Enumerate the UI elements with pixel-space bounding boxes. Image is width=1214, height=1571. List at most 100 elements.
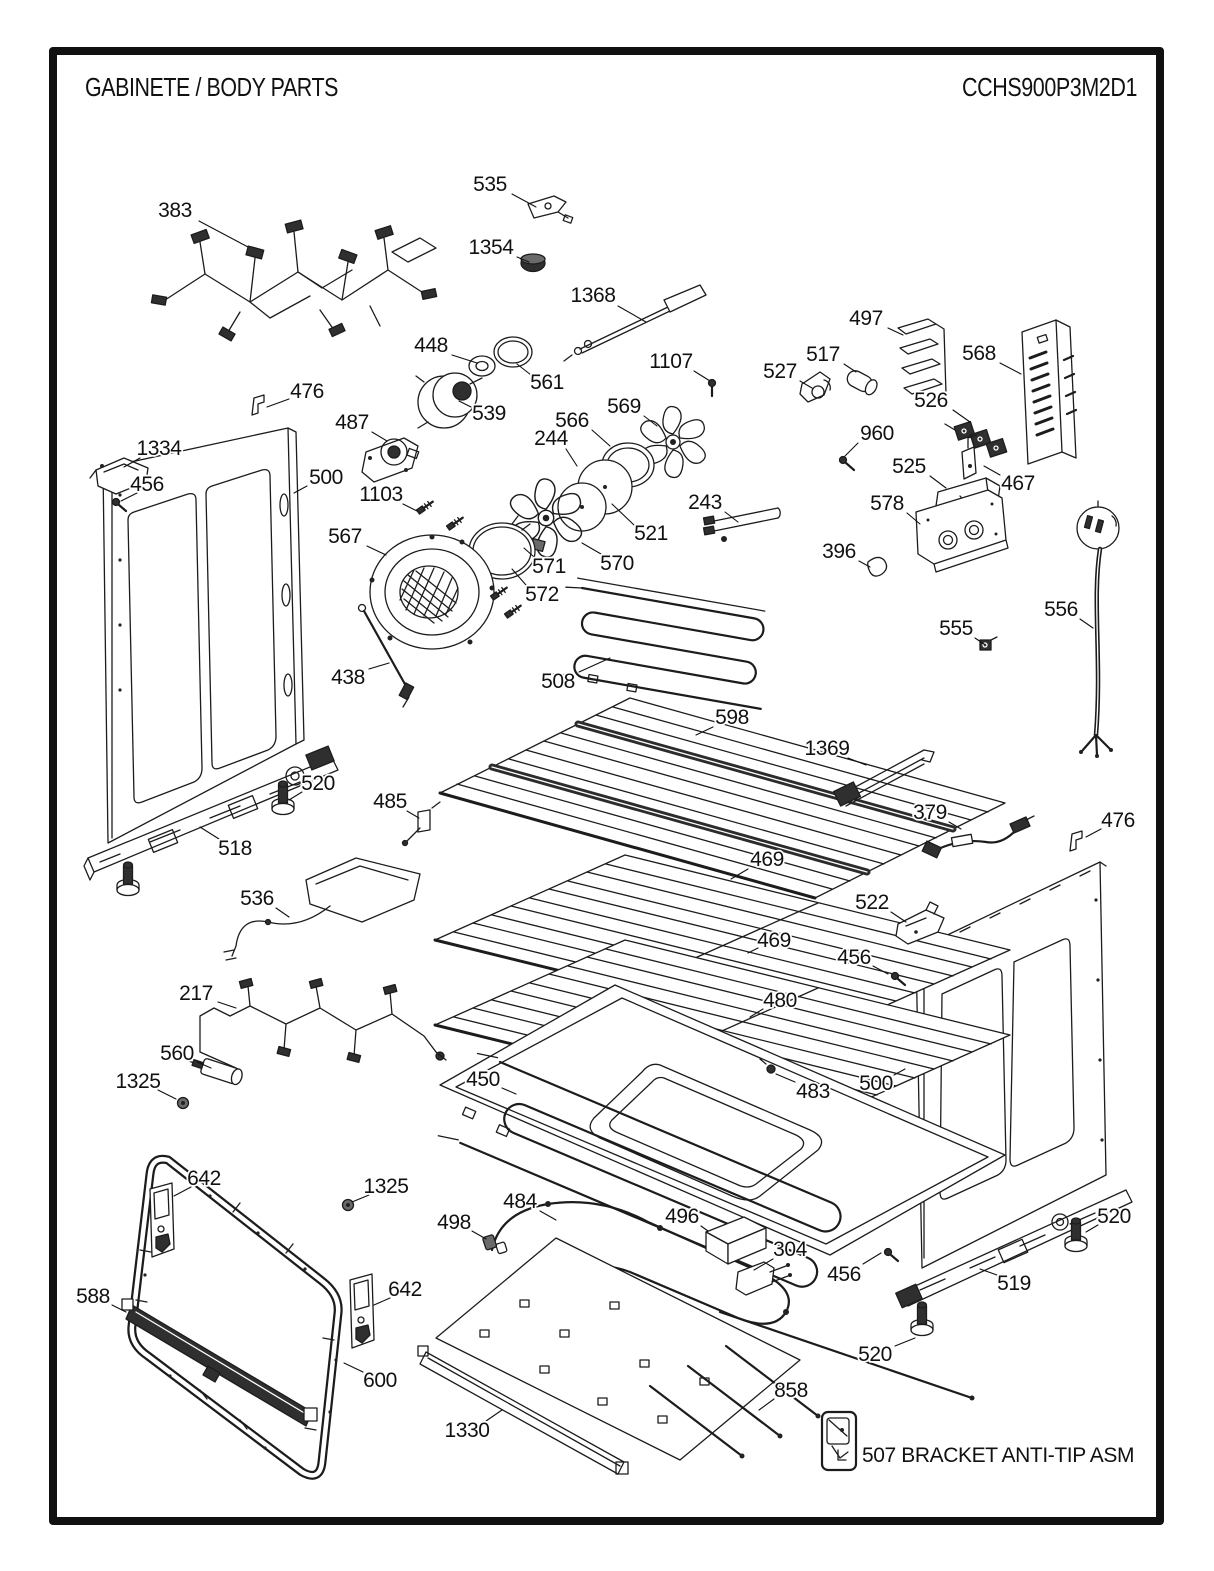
callout-535-1: 535 (473, 173, 507, 196)
leader-642-56 (173, 1186, 192, 1197)
part-side-panel-left (102, 427, 305, 844)
part-ring-561 (493, 336, 533, 368)
leader-566-15 (591, 429, 611, 447)
leader-484-58 (539, 1210, 557, 1221)
part-switch-485 (401, 801, 441, 847)
part-leveling-leg (116, 861, 140, 897)
part-temp-probe-438 (357, 603, 415, 708)
leader-487-14 (371, 431, 388, 442)
part-rods-858 (648, 1310, 975, 1459)
callout-456-19: 456 (130, 473, 164, 496)
callout-487-14: 487 (335, 411, 369, 434)
part-trim-588 (121, 1298, 318, 1427)
callout-566-15: 566 (555, 409, 589, 432)
part-motor-539 (415, 372, 483, 429)
leader-497-8 (887, 327, 904, 336)
leader-1103-24 (402, 503, 418, 512)
part-screws-1103 (415, 500, 522, 619)
leader-588-66 (111, 1304, 127, 1313)
part-plate-578 (915, 489, 1009, 573)
callout-520-39: 520 (301, 772, 335, 795)
leader-578-25 (906, 512, 921, 525)
part-vent-panel-568 (1021, 319, 1078, 465)
part-screw-456-left (111, 497, 128, 513)
callout-476-13: 476 (290, 380, 324, 403)
leader-469-44 (730, 868, 749, 880)
callout-485-40: 485 (373, 790, 407, 813)
callout-520-62: 520 (1097, 1205, 1131, 1228)
leader-467-23 (983, 465, 1001, 476)
part-screw-1107 (707, 378, 717, 398)
part-fan-blade-569 (640, 405, 706, 479)
leader-520-39 (288, 791, 303, 801)
part-sensor-bracket-536 (223, 857, 421, 961)
leader-858-69 (758, 1398, 775, 1411)
leader-476-42 (1085, 828, 1102, 838)
callout-521-27: 521 (634, 522, 668, 545)
callout-1334-18: 1334 (136, 437, 182, 460)
callout-383-0: 383 (158, 199, 192, 222)
callout-456-63: 456 (827, 1263, 861, 1286)
leader-600-68 (343, 1362, 364, 1373)
leader-244-17 (565, 448, 578, 467)
callout-450-54: 450 (466, 1068, 500, 1091)
callout-438-36: 438 (331, 666, 365, 689)
callout-520-67: 520 (858, 1343, 892, 1366)
callout-1354-2: 1354 (468, 236, 514, 259)
part-bracket-1334 (89, 457, 149, 495)
callout-500-55: 500 (859, 1072, 893, 1095)
part-cap-1354 (520, 253, 546, 273)
part-harness-217 (199, 977, 447, 1069)
callout-519-64: 519 (997, 1272, 1031, 1295)
leader-498-59 (471, 1230, 487, 1240)
leader-500-20 (293, 485, 308, 494)
leader-456-63 (862, 1252, 882, 1265)
leader-456-47 (872, 965, 889, 975)
callout-480-49: 480 (763, 989, 797, 1012)
callout-588-66: 588 (76, 1285, 110, 1308)
part-capacitor-517 (846, 370, 878, 396)
callout-568-12: 568 (962, 342, 996, 365)
leader-508-35 (578, 657, 611, 673)
callout-518-43: 518 (218, 837, 252, 860)
callout-569-16: 569 (607, 395, 641, 418)
leader-522-45 (890, 911, 907, 923)
leader-561-5 (516, 363, 532, 376)
leader-567-28 (366, 545, 387, 556)
callout-539-6: 539 (472, 402, 506, 425)
callout-600-68: 600 (363, 1369, 397, 1392)
callout-217-50: 217 (179, 982, 213, 1005)
part-clip-396 (867, 556, 888, 577)
model-number: CCHS900P3M2D1 (962, 72, 1137, 102)
callout-508-35: 508 (541, 670, 575, 693)
leader-1354-2 (516, 256, 530, 263)
part-floor-panel (435, 1237, 801, 1461)
part-bracket-467 (961, 434, 977, 480)
callout-304-61: 304 (773, 1238, 808, 1261)
callout-467-23: 467 (1001, 472, 1035, 495)
callout-243-26: 243 (688, 491, 722, 514)
leader-1334-18 (123, 457, 141, 468)
part-harness-379 (921, 815, 1035, 859)
callout-642-65: 642 (388, 1278, 422, 1301)
part-wiring-harness-383 (150, 219, 438, 342)
callout-570-29: 570 (600, 552, 634, 575)
callout-571-30: 571 (532, 555, 566, 578)
part-valve-bracket-487 (361, 437, 420, 483)
leader-1368-3 (617, 305, 647, 323)
leader-1330-70 (485, 1409, 503, 1422)
leader-379-41 (948, 821, 962, 830)
callout-527-10: 527 (763, 360, 797, 383)
page-title: GABINETE / BODY PARTS (85, 72, 338, 102)
leader-1325-57 (351, 1194, 370, 1203)
leader-217-50 (217, 1001, 237, 1009)
leader-438-36 (368, 662, 390, 670)
part-washer-448 (468, 355, 496, 377)
callout-517-9: 517 (806, 343, 840, 366)
part-latch-motor-560 (186, 1058, 243, 1086)
part-igniter-1368 (563, 284, 707, 362)
callout-448-4: 448 (414, 334, 448, 357)
part-convection-cover-567 (369, 534, 495, 650)
leader-571-30 (523, 547, 535, 558)
